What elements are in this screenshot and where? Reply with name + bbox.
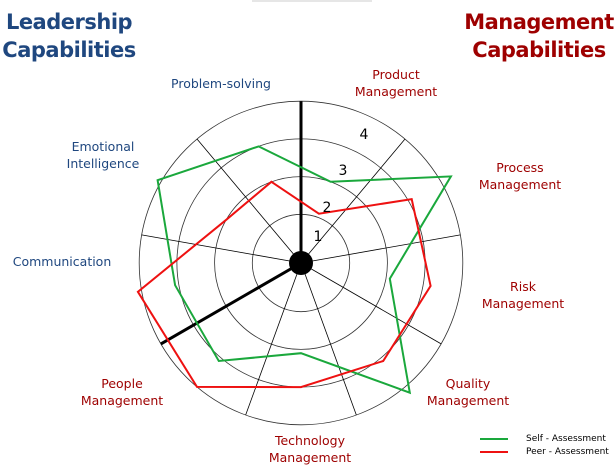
axis-label-line: Technology xyxy=(274,433,346,448)
tick-label: 3 xyxy=(339,163,348,179)
axis-label-line: Management xyxy=(268,450,352,465)
axis-spoke xyxy=(300,138,406,264)
axis-label: Communication xyxy=(13,253,112,270)
axis-label-line: Management xyxy=(426,393,510,408)
axis-label-line: Management xyxy=(478,177,562,192)
legend-swatch-peer xyxy=(480,450,508,453)
axis-label-line: Problem-solving xyxy=(171,76,271,91)
leadership-capabilities-title: Leadership Capabilities xyxy=(0,8,138,64)
legend-label-peer: Peer - Assessment xyxy=(526,446,609,457)
title-line: Capabilities xyxy=(2,38,136,62)
axis-label-line: Communication xyxy=(12,254,112,269)
divider-spoke xyxy=(160,261,302,346)
axis-label-line: Risk xyxy=(510,279,536,294)
axis-spoke xyxy=(141,234,302,264)
axis-label-line: Product xyxy=(372,67,420,82)
axis-label-line: Quality xyxy=(445,376,491,391)
axis-label-line: Process xyxy=(496,160,544,175)
legend-item-peer: Peer - Assessment xyxy=(480,445,609,458)
tick-label: 2 xyxy=(323,200,332,216)
center-hub xyxy=(289,251,313,275)
title-line: Management xyxy=(464,10,614,34)
axis-label-line: Management xyxy=(481,296,565,311)
series-line-self xyxy=(156,145,453,395)
legend-item-self: Self - Assessment xyxy=(480,432,609,445)
axis-spoke xyxy=(300,262,357,416)
axis-label-line: Management xyxy=(80,393,164,408)
title-line: Capabilities xyxy=(472,38,606,62)
tick-label: 1 xyxy=(314,229,323,245)
axis-spoke xyxy=(300,234,461,264)
legend: Self - Assessment Peer - Assessment xyxy=(480,432,609,458)
axis-label: Problem-solving xyxy=(171,75,271,92)
legend-swatch-self xyxy=(480,437,508,440)
axis-label-line: Emotional xyxy=(71,139,135,154)
management-capabilities-title: Management Capabilities xyxy=(464,8,614,64)
axis-spoke xyxy=(300,262,442,345)
tick-label: 4 xyxy=(360,127,369,143)
axis-label-line: Intelligence xyxy=(66,156,140,171)
legend-label-self: Self - Assessment xyxy=(526,433,606,444)
axis-label-line: People xyxy=(101,376,143,391)
axis-spoke xyxy=(245,262,302,416)
series-line-peer xyxy=(136,180,432,389)
title-line: Leadership xyxy=(5,10,133,34)
axis-label-line: Management xyxy=(354,84,438,99)
